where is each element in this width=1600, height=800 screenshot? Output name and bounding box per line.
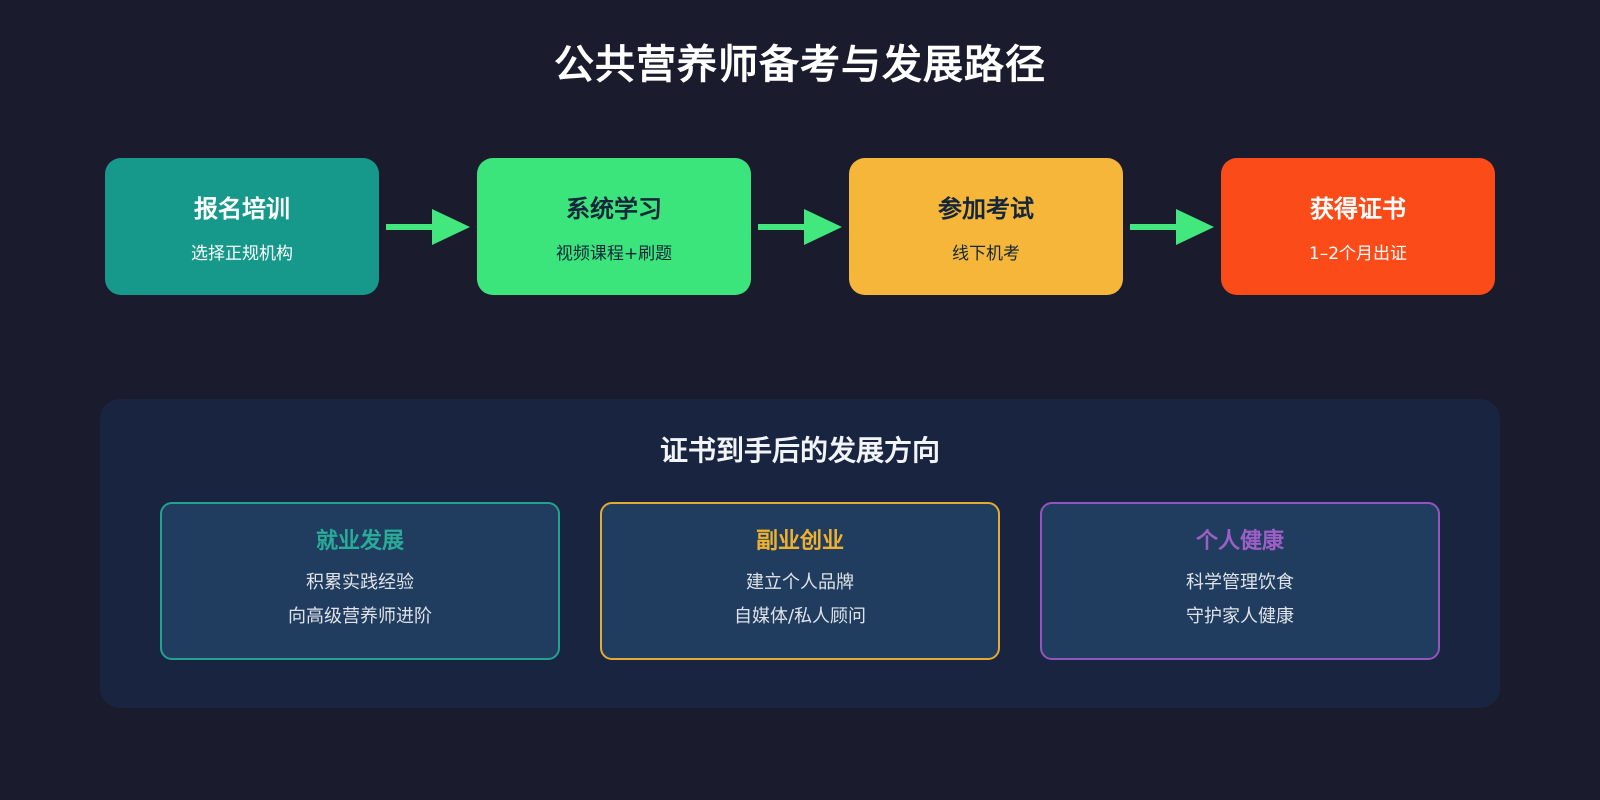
flow-step-title: 参加考试 <box>938 195 1034 223</box>
flow-row: 报名培训 选择正规机构 系统学习 视频课程+刷题 参加考试 线下机考 获得证书 … <box>0 158 1600 295</box>
arrow-head <box>804 208 842 245</box>
arrow-shaft <box>758 223 804 230</box>
flow-step-title: 获得证书 <box>1310 195 1406 223</box>
card-line: 向高级营养师进阶 <box>288 606 432 627</box>
flow-step-cert: 获得证书 1–2个月出证 <box>1221 158 1495 295</box>
flow-step-subtitle: 1–2个月出证 <box>1308 244 1408 264</box>
arrow-right-icon <box>1123 208 1221 245</box>
card-line: 守护家人健康 <box>1186 606 1294 627</box>
flow-step-title: 报名培训 <box>194 195 290 223</box>
flow-step-subtitle: 线下机考 <box>952 244 1020 264</box>
page-title: 公共营养师备考与发展路径 <box>554 42 1046 88</box>
card-line: 建立个人品牌 <box>746 572 854 593</box>
arrow-right-icon <box>751 208 849 245</box>
card-title: 副业创业 <box>755 529 844 554</box>
panel-title: 证书到手后的发展方向 <box>659 434 940 467</box>
card-personal-health: 个人健康 科学管理饮食 守护家人健康 <box>1040 502 1440 660</box>
card-side-business: 副业创业 建立个人品牌 自媒体/私人顾问 <box>600 502 1000 660</box>
arrow-head <box>1176 208 1214 245</box>
card-line: 科学管理饮食 <box>1186 572 1294 593</box>
arrow-right-icon <box>379 208 477 245</box>
flow-step-enroll: 报名培训 选择正规机构 <box>105 158 379 295</box>
arrow-head <box>432 208 470 245</box>
arrow-shaft <box>1130 223 1176 230</box>
development-cards-row: 就业发展 积累实践经验 向高级营养师进阶 副业创业 建立个人品牌 自媒体/私人顾… <box>100 502 1500 660</box>
development-panel: 证书到手后的发展方向 就业发展 积累实践经验 向高级营养师进阶 副业创业 建立个… <box>100 399 1500 708</box>
card-title: 就业发展 <box>315 529 404 554</box>
flow-step-study: 系统学习 视频课程+刷题 <box>477 158 751 295</box>
flow-step-exam: 参加考试 线下机考 <box>849 158 1123 295</box>
card-line: 积累实践经验 <box>306 572 414 593</box>
card-title: 个人健康 <box>1195 529 1284 554</box>
flow-step-subtitle: 视频课程+刷题 <box>555 244 673 264</box>
card-career: 就业发展 积累实践经验 向高级营养师进阶 <box>160 502 560 660</box>
card-line: 自媒体/私人顾问 <box>733 606 867 627</box>
flow-step-title: 系统学习 <box>566 195 662 223</box>
flow-step-subtitle: 选择正规机构 <box>191 244 293 264</box>
arrow-shaft <box>386 223 432 230</box>
